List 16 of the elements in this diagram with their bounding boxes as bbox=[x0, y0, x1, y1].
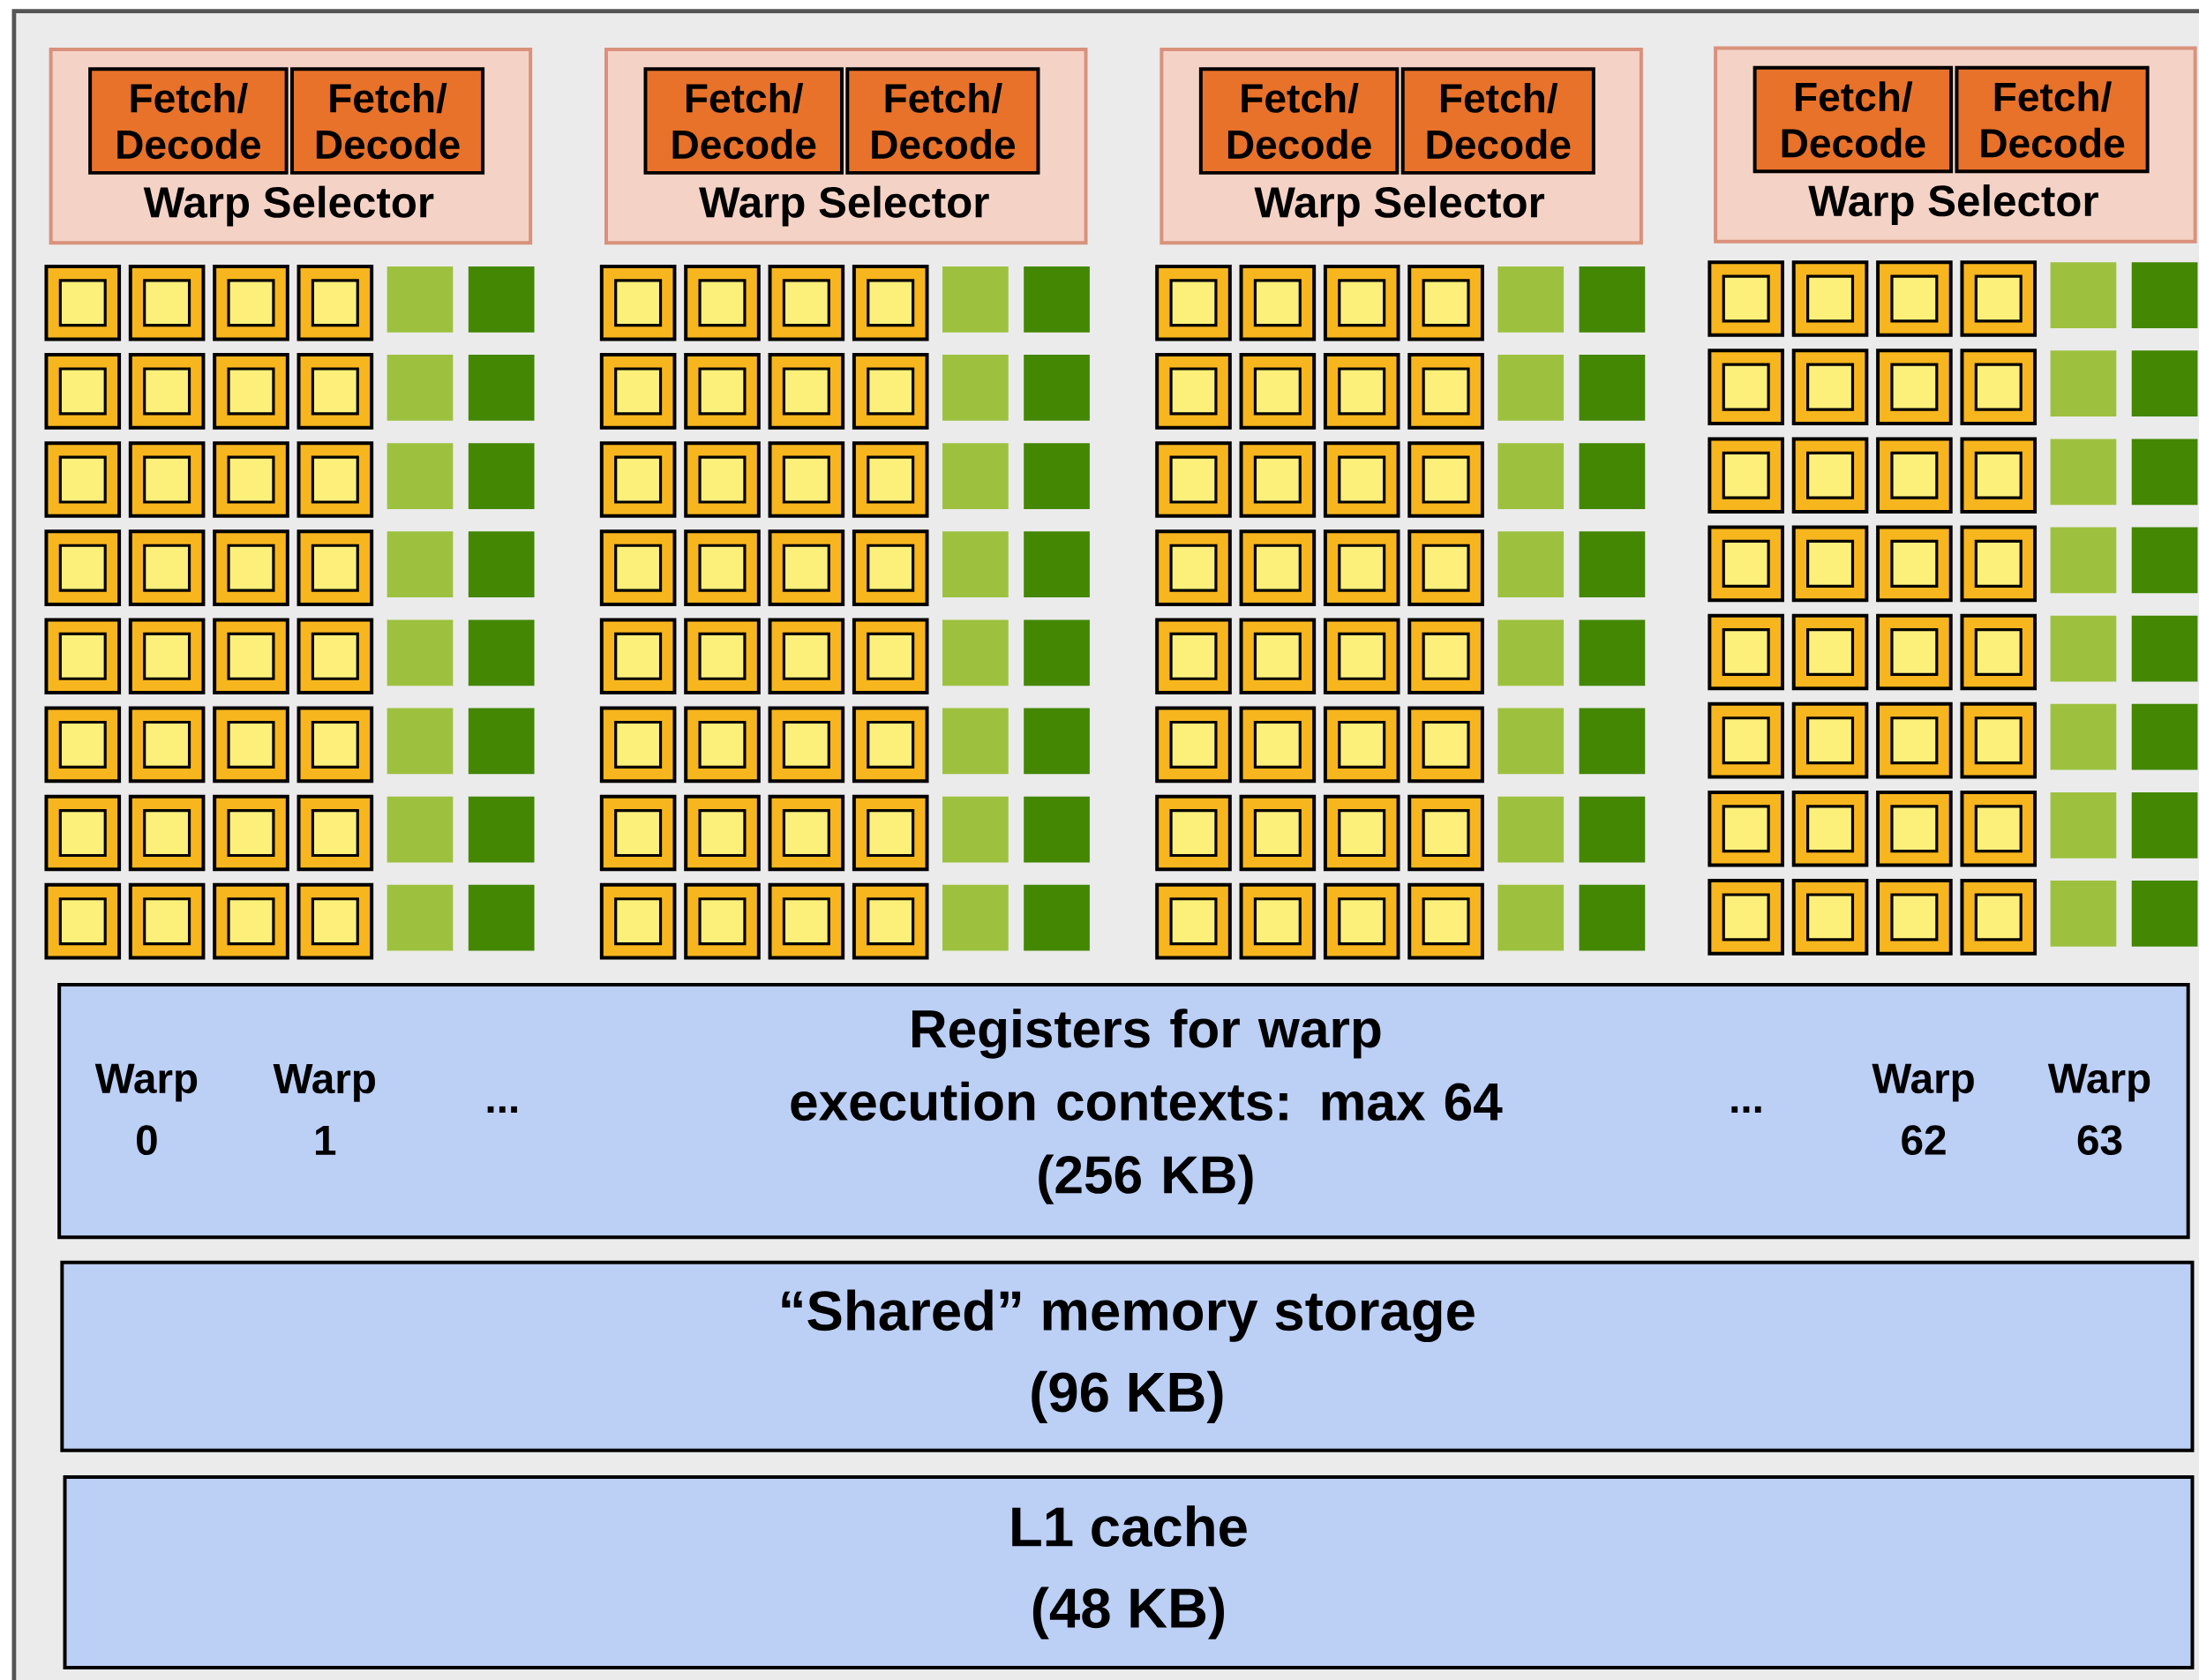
memory-block: “Shared” memory storage (96 KB) bbox=[60, 1260, 2195, 1452]
fetch-decode-box: Fetch/ Decode bbox=[1752, 65, 1954, 174]
memory-block: L1 cache (48 KB) bbox=[63, 1474, 2195, 1670]
warp-label: ... bbox=[1731, 1106, 1761, 1113]
fetch-decode-box: Fetch/ Decode bbox=[88, 67, 289, 175]
fetch-decode-box: Fetch/ Decode bbox=[1198, 67, 1400, 175]
fetch-decode-box: Fetch/ Decode bbox=[290, 67, 485, 175]
warp-label: Warp 0 bbox=[94, 1063, 198, 1156]
warp-label: Warp 62 bbox=[1872, 1063, 1974, 1156]
fetch-decode-box: Fetch/ Decode bbox=[643, 67, 844, 175]
fetch-decode-box: Fetch/ Decode bbox=[845, 67, 1040, 175]
warp-label: Warp 1 bbox=[273, 1064, 375, 1155]
fetch-decode-box: Fetch/ Decode bbox=[1400, 67, 1595, 175]
fetch-decode-box: Fetch/ Decode bbox=[1955, 65, 2150, 174]
warp-label: ... bbox=[487, 1106, 517, 1113]
warp-label: Warp 63 bbox=[2047, 1063, 2150, 1156]
